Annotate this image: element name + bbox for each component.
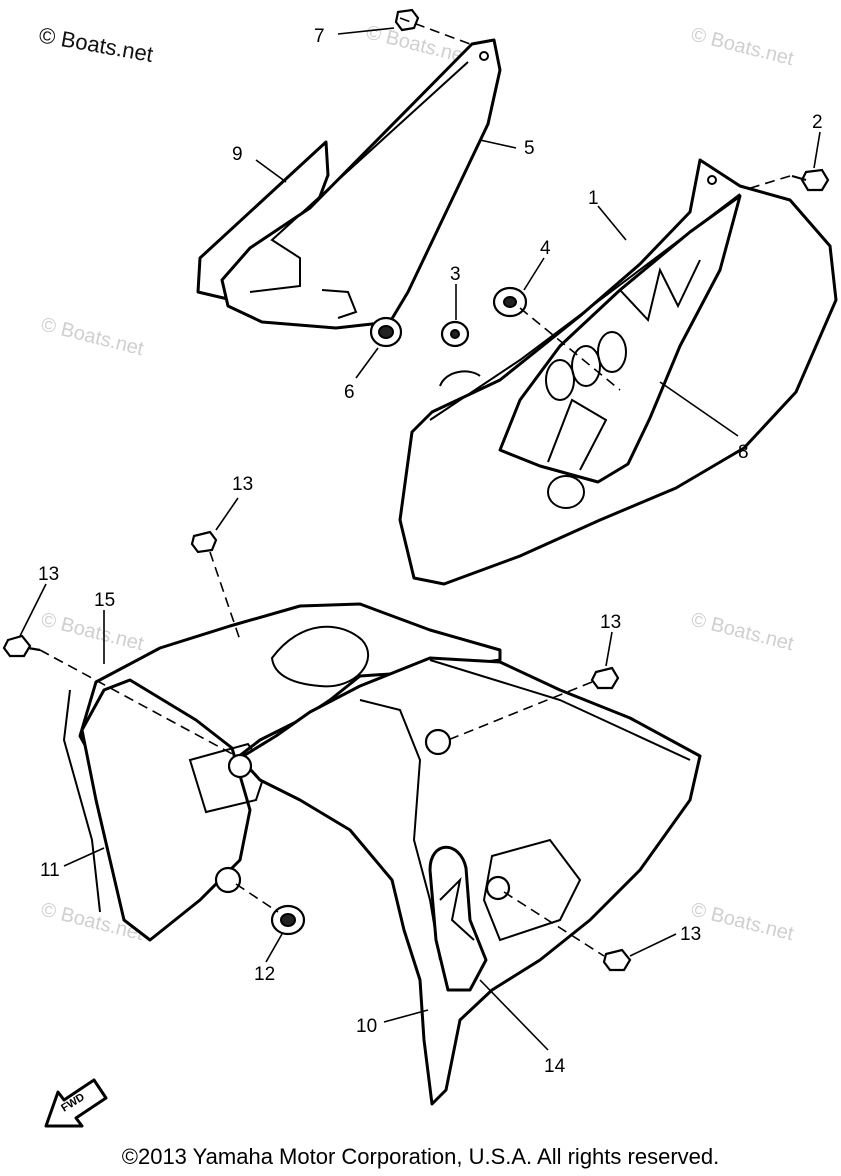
callout-8: 8 xyxy=(738,442,749,463)
leader-12 xyxy=(265,933,283,963)
parts-diagram: © Boats.net © Boats.net © Boats.net © Bo… xyxy=(2,8,838,1128)
part-10-window xyxy=(482,838,582,942)
watermark-top-left: © Boats.net xyxy=(37,22,155,67)
leader-8 xyxy=(659,381,739,437)
part-11-side-piece xyxy=(80,678,252,942)
part-10-main-cover xyxy=(238,656,702,1106)
bolt-13d-icon xyxy=(602,948,632,972)
watermark: © Boats.net xyxy=(689,609,796,656)
bolt-13a-icon xyxy=(190,530,218,554)
callout-9: 9 xyxy=(232,144,243,165)
leader-9 xyxy=(255,159,287,183)
collar-3-center-icon xyxy=(450,329,460,339)
part-1-hook xyxy=(439,370,481,387)
part-1-grommet-hole xyxy=(547,475,585,509)
assembly-line xyxy=(39,649,237,757)
part-10-inner-edge xyxy=(359,699,441,961)
leader-4 xyxy=(523,257,545,291)
watermark: © Boats.net xyxy=(689,24,796,71)
part-11-stay xyxy=(188,742,268,814)
watermark: © Boats.net xyxy=(39,314,146,361)
leader-14 xyxy=(479,979,549,1051)
grommet-12-center-icon xyxy=(280,913,296,927)
decal-number-glyph xyxy=(545,359,575,401)
callout-4: 4 xyxy=(540,238,551,259)
callout-10: 10 xyxy=(356,1016,377,1037)
grommet-4-center-icon xyxy=(503,296,517,308)
decal-stripe xyxy=(619,259,701,323)
part-5-bracket xyxy=(220,38,502,330)
part-14-stripe xyxy=(439,876,475,941)
assembly-line xyxy=(519,307,621,391)
part-15-cutout xyxy=(270,625,369,688)
leader-13c xyxy=(605,631,613,667)
callout-2: 2 xyxy=(812,112,823,133)
part-5-inner-edge xyxy=(249,61,469,293)
watermark: © Boats.net xyxy=(39,609,146,656)
watermark: © Boats.net xyxy=(689,899,796,946)
part-5-tab xyxy=(321,289,358,319)
part-10-grommet-hole xyxy=(424,728,452,756)
part-5-hole xyxy=(479,51,489,61)
decal-stripe xyxy=(547,398,608,471)
leader-5 xyxy=(479,139,517,149)
part-14-decal xyxy=(428,845,488,992)
part-11-grommet-hole xyxy=(214,866,242,894)
callout-5: 5 xyxy=(524,138,535,159)
callout-15: 15 xyxy=(94,590,115,611)
leader-2 xyxy=(813,131,821,169)
part-1-mount-hole xyxy=(707,175,717,185)
callout-13: 13 xyxy=(38,564,59,585)
assembly-line xyxy=(399,17,471,45)
leader-13d xyxy=(629,933,677,957)
leader-6 xyxy=(355,347,379,379)
assembly-line xyxy=(447,681,593,741)
callout-12: 12 xyxy=(254,964,275,985)
decal-number-glyph xyxy=(597,331,627,373)
bolt-2-shank-icon xyxy=(791,174,807,182)
callout-13: 13 xyxy=(232,474,253,495)
callout-14: 14 xyxy=(544,1056,566,1077)
decal-number-glyph xyxy=(571,345,601,387)
leader-10 xyxy=(383,1009,429,1023)
callout-13: 13 xyxy=(600,612,621,633)
callout-7: 7 xyxy=(314,26,325,47)
part-15-grommet-hole xyxy=(227,753,253,779)
part-10-rib xyxy=(429,659,691,761)
fwd-arrow-icon: FWD xyxy=(44,1078,108,1128)
part-11-edge xyxy=(62,689,101,913)
grommet-6-center-icon xyxy=(378,325,394,339)
callout-13: 13 xyxy=(680,924,701,945)
copyright-notice: ©2013 Yamaha Motor Corporation, U.S.A. A… xyxy=(121,1144,720,1169)
callout-11: 11 xyxy=(40,860,60,881)
callout-3: 3 xyxy=(450,264,461,285)
leader-7 xyxy=(337,27,395,35)
callout-6: 6 xyxy=(344,382,355,403)
assembly-line xyxy=(235,883,279,913)
leader-13a xyxy=(215,497,239,531)
leader-13b xyxy=(19,583,47,637)
leader-11 xyxy=(63,847,105,867)
callout-1: 1 xyxy=(588,188,599,209)
assembly-line xyxy=(503,891,605,957)
bolt-13b-shank-icon xyxy=(27,646,41,652)
leader-1 xyxy=(597,205,627,241)
part-10-grommet-hole xyxy=(485,875,511,901)
bolt-13c-icon xyxy=(590,666,620,690)
bolt-13b-icon xyxy=(2,634,32,658)
assembly-line xyxy=(743,175,791,191)
